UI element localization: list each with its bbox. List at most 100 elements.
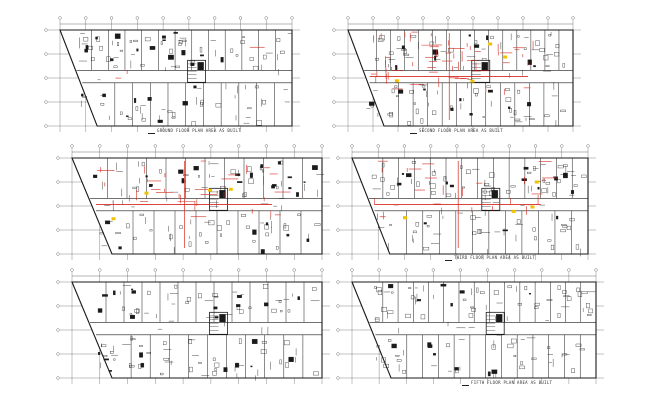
highlight-mark [111,217,116,221]
fixture [102,294,108,297]
fixture [561,224,567,226]
fixture [588,308,593,314]
fixture [157,119,163,123]
fixture [130,338,136,341]
fixture [459,98,462,102]
fixture [506,190,511,194]
fixture [120,111,123,115]
fixture [388,284,394,289]
fixture [403,49,407,54]
fixture [395,355,400,357]
caption-third-floor: THIRD FLOOR PLAN AREA AS BUILT [445,255,535,261]
axis-bubble [70,268,74,272]
fixture [230,48,234,53]
fixture [381,162,385,168]
axis-bubble [153,144,157,148]
axis-bubble [56,156,60,160]
fixture [245,225,250,229]
highlight-mark [144,191,149,195]
fixture [237,181,243,183]
highlight-mark [208,188,213,192]
fixture [505,88,510,91]
fixture [569,218,575,222]
fixture [474,40,478,44]
axis-bubble [521,16,525,20]
fixture [409,90,414,94]
caption-fifth-floor: FIFTH FLOOR PLAN AREA AS BUILT [462,380,552,386]
axis-bubble [56,376,60,380]
floor-plan-ground [44,16,300,132]
fixture [566,225,571,230]
elevator-shaft [481,62,488,71]
fixture [93,174,98,178]
axis-bubble [371,16,375,20]
fixture [579,348,585,351]
fixture [454,367,459,371]
axis-bubble [44,28,48,32]
fixture [560,229,566,233]
axis-bubble [44,52,48,56]
axis-bubble [209,144,213,148]
fixture [264,224,269,230]
fixture [160,372,164,376]
fixture [162,35,166,39]
fixture [575,343,582,347]
fixture [174,284,178,289]
fixture [386,192,390,196]
fixture [527,171,532,174]
axis-bubble [336,180,340,184]
caption-text: GROUND FLOOR PLAN AREA AS BUILT [157,128,241,133]
fixture [374,285,377,289]
fixture [186,297,192,302]
fixture [511,338,517,344]
elevator-shaft [219,314,226,323]
fixture [575,244,580,250]
fixture [119,49,124,52]
fixture [205,241,209,244]
fixture [287,309,291,313]
fixture [236,294,242,298]
fixture [264,302,269,307]
fixture [131,290,136,294]
fixture [285,362,289,368]
fixture [539,48,545,52]
fixture [502,229,508,232]
axis-bubble [540,268,544,272]
fixture [402,369,406,374]
fixture [423,222,427,225]
fixture [408,287,412,289]
fixture [376,287,382,293]
fixture [428,344,433,348]
fixture [423,247,430,251]
fixture [159,169,162,174]
fixture [410,295,415,300]
fixture [251,339,258,344]
fixture [141,118,146,122]
highlight-mark [530,205,535,209]
axis-bubble [44,76,48,80]
fixture [415,222,419,227]
fixture [171,116,176,119]
fixture [554,176,558,181]
fixture [460,165,463,169]
fixture [410,35,417,38]
fixture [248,306,252,310]
fixture [149,46,156,50]
fixture [473,88,479,94]
fixture [375,317,380,322]
elevator-shaft [197,62,204,71]
fixture [577,291,583,297]
fixture [571,368,576,373]
fixture [432,49,438,55]
fixture [514,118,521,121]
core-block [209,187,228,211]
fixture [534,236,537,241]
fixture [163,341,167,345]
axis-bubble [56,280,60,284]
axis-bubble [56,228,60,232]
fixture [230,169,236,174]
highlight-mark [470,79,475,83]
fixture [391,343,397,349]
fixture [296,192,299,197]
core-block [209,311,228,335]
